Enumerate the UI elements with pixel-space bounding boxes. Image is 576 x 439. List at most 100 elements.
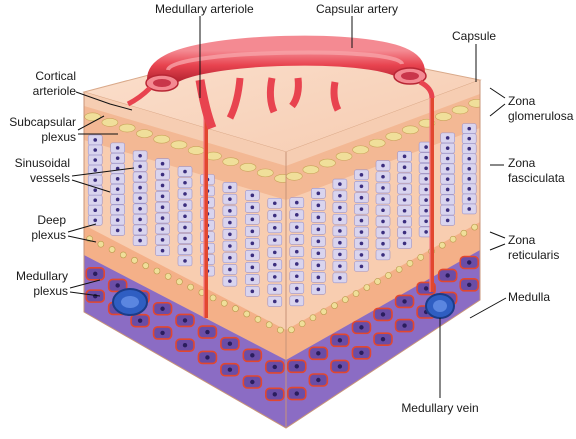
- cell-nucleus: [467, 146, 472, 151]
- cell-nucleus: [381, 174, 385, 179]
- cell-nucleus: [424, 166, 428, 171]
- cell-nucleus: [402, 154, 407, 159]
- cell-nucleus: [182, 343, 188, 348]
- cell-nucleus: [205, 329, 210, 335]
- medullary-veins: [112, 288, 455, 319]
- glomerulosa-cell: [352, 145, 369, 155]
- cell-nucleus: [316, 227, 321, 232]
- cell-nucleus: [402, 165, 407, 170]
- cell-nucleus: [93, 188, 98, 192]
- glomerulosa-cell: [302, 165, 320, 174]
- label-zona-fasciculata: Zona: [508, 156, 536, 170]
- cell-nucleus: [402, 208, 407, 213]
- cell-nucleus: [138, 196, 142, 200]
- reticularis-cell: [363, 284, 371, 291]
- label-medulla: Medulla: [508, 290, 550, 304]
- glomerulosa-cell: [118, 123, 136, 133]
- reticularis-cell: [406, 260, 414, 267]
- reticularis-cell: [176, 278, 183, 286]
- cell-nucleus: [445, 177, 450, 181]
- cell-nucleus: [205, 355, 210, 360]
- label-deep-plexus-line2: plexus: [31, 228, 66, 242]
- cell-nucleus: [381, 219, 385, 224]
- cell-nucleus: [424, 208, 428, 213]
- cell-nucleus: [316, 251, 321, 256]
- label-capsular-artery: Capsular artery: [316, 2, 398, 16]
- glomerulosa-cell: [187, 146, 205, 155]
- reticularis-cell: [471, 223, 478, 231]
- cell-nucleus: [424, 230, 428, 234]
- cell-nucleus: [316, 191, 321, 196]
- cell-nucleus: [294, 391, 299, 396]
- reticularis-cell: [288, 326, 295, 334]
- cell-nucleus: [402, 299, 407, 304]
- cell-nucleus: [138, 206, 142, 211]
- cell-nucleus: [183, 214, 187, 219]
- cell-nucleus: [359, 241, 364, 246]
- cell-nucleus: [228, 209, 232, 213]
- reticularis-cell: [97, 240, 105, 248]
- reticularis-cell: [374, 278, 381, 285]
- reticularis-cell: [331, 302, 338, 309]
- cell-nucleus: [294, 237, 299, 242]
- cell-nucleus: [445, 208, 450, 212]
- cell-nucleus: [445, 167, 450, 171]
- cell-nucleus: [467, 197, 472, 201]
- label-subcapsular-plexus: Subcapsular: [9, 115, 76, 129]
- cell-nucleus: [160, 183, 165, 188]
- label-medullary-plexus-line2: plexus: [33, 284, 68, 298]
- cell-nucleus: [138, 153, 142, 158]
- cell-nucleus: [294, 200, 299, 205]
- cell-nucleus: [381, 186, 385, 190]
- cell-nucleus: [402, 198, 407, 202]
- cell-nucleus: [272, 287, 277, 292]
- cell-nucleus: [182, 318, 188, 323]
- cell-nucleus: [316, 239, 321, 244]
- glomerulosa-cell: [319, 158, 336, 168]
- cell-nucleus: [115, 156, 120, 160]
- label-medullary-vein: Medullary vein: [401, 401, 478, 415]
- reticularis-cell: [119, 251, 127, 259]
- cell-nucleus: [93, 208, 98, 213]
- cell-nucleus: [183, 259, 187, 263]
- cell-nucleus: [228, 197, 232, 201]
- cell-nucleus: [359, 350, 364, 355]
- cell-nucleus: [338, 205, 342, 210]
- cell-nucleus: [467, 177, 472, 181]
- cell-nucleus: [294, 249, 299, 254]
- glomerulosa-cell: [84, 112, 101, 122]
- cell-nucleus: [467, 136, 472, 141]
- cell-nucleus: [424, 177, 428, 181]
- cell-nucleus: [93, 198, 98, 202]
- cell-nucleus: [359, 207, 364, 211]
- cell-nucleus: [402, 241, 407, 246]
- cell-nucleus: [228, 244, 232, 248]
- label-zona-reticularis-line2: reticularis: [508, 248, 559, 262]
- reticularis-cell: [232, 305, 239, 312]
- cell-nucleus: [228, 232, 232, 237]
- reticularis-cell: [438, 241, 446, 249]
- cell-nucleus: [183, 247, 187, 252]
- glomerulosa-cell: [402, 125, 419, 135]
- cell-nucleus: [250, 217, 255, 222]
- cell-nucleus: [467, 166, 472, 171]
- cell-nucleus: [381, 208, 385, 213]
- cell-nucleus: [467, 207, 472, 211]
- glomerulosa-cell: [136, 129, 153, 138]
- cell-nucleus: [228, 220, 232, 225]
- cell-nucleus: [467, 126, 472, 131]
- cell-nucleus: [338, 194, 342, 198]
- label-capsule: Capsule: [452, 29, 496, 43]
- cell-nucleus: [272, 275, 277, 279]
- reticularis-cell: [320, 308, 328, 315]
- glomerulosa-cell: [153, 134, 170, 144]
- cell-nucleus: [250, 253, 255, 258]
- cell-nucleus: [160, 238, 165, 242]
- capsular-artery: [126, 35, 435, 130]
- cell-nucleus: [115, 177, 120, 181]
- cell-nucleus: [294, 213, 299, 217]
- glomerulosa-cell: [435, 112, 452, 121]
- cell-nucleus: [467, 187, 472, 191]
